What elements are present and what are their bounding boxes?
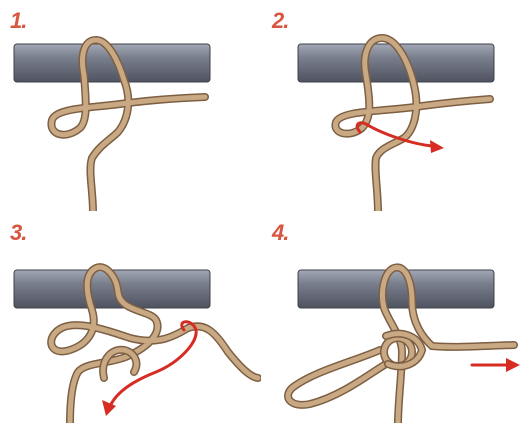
step-4-illustration: [262, 212, 523, 423]
arrow: [357, 123, 444, 153]
arrow: [472, 358, 520, 372]
step-2-panel: 2.: [262, 0, 523, 211]
step-2-illustration: [262, 0, 523, 211]
step-1-panel: 1.: [0, 0, 261, 211]
step-3-panel: 3.: [0, 212, 261, 423]
step-3-illustration: [0, 212, 261, 423]
step-4-panel: 4.: [262, 212, 523, 423]
bar: [298, 270, 494, 308]
step-1-illustration: [0, 0, 261, 211]
